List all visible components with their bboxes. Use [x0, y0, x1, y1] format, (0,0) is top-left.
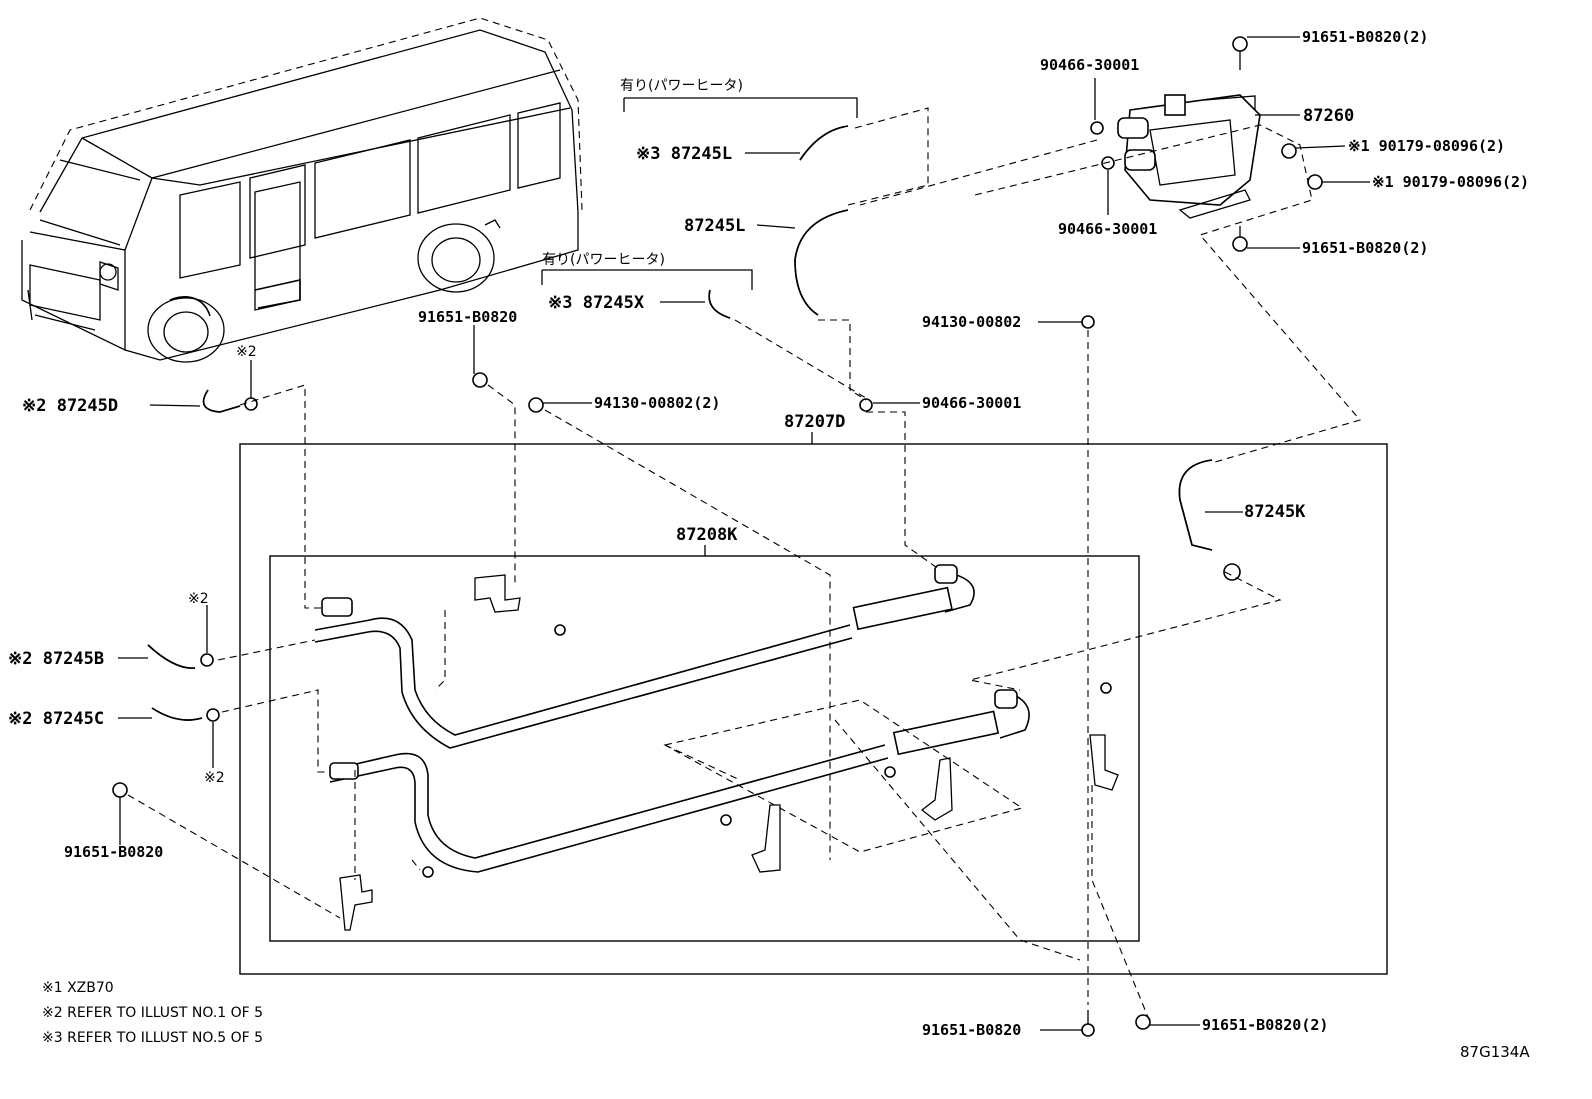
label-ref2-b: ※2 [188, 591, 209, 607]
label-90179-08096-a: ※1 90179-08096(2) [1348, 137, 1505, 155]
label-90466-30001-low: 90466-30001 [922, 394, 1021, 412]
label-ref2-a: ※2 [236, 344, 257, 360]
label-91651-b0820-clip: 91651-B0820 [418, 308, 517, 326]
label-option-power-heater-1: 有り(パワーヒータ) [620, 78, 743, 94]
note-1: ※1 XZB70 [42, 980, 114, 996]
label-leaders [118, 36, 1370, 1031]
label-91651-b0820-bottom: 91651-B0820 [922, 1021, 1021, 1039]
label-87245X: ※3 87245X [548, 293, 645, 313]
label-87208K: 87208K [676, 525, 738, 545]
illustration-code: 87G134A [1460, 1043, 1530, 1061]
dashed-leaders [127, 107, 1361, 1023]
label-90179-08096-b: ※1 90179-08096(2) [1372, 173, 1529, 191]
assembly-87207D-frame [239, 443, 1388, 975]
label-87245K: 87245K [1244, 502, 1306, 522]
label-87245B: ※2 87245B [8, 649, 104, 669]
label-87245L: 87245L [684, 216, 745, 236]
external-hoses [147, 125, 1213, 721]
note-2: ※2 REFER TO ILLUST NO.1 OF 5 [42, 1005, 263, 1021]
label-91651-b0820-top: 91651-B0820(2) [1302, 28, 1428, 46]
label-87260: 87260 [1303, 106, 1354, 126]
label-91651-b0820-left: 91651-B0820 [64, 843, 163, 861]
label-90466-30001-mid: 90466-30001 [1058, 220, 1157, 238]
label-option-power-heater-2: 有り(パワーヒータ) [542, 252, 665, 268]
note-3: ※3 REFER TO ILLUST NO.5 OF 5 [42, 1030, 263, 1046]
label-87245D: ※2 87245D [22, 396, 118, 416]
pipe-lower [329, 689, 1030, 873]
label-91651-b0820-bottom2: 91651-B0820(2) [1202, 1016, 1328, 1034]
label-87207D: 87207D [784, 412, 845, 432]
label-90466-30001-top: 90466-30001 [1040, 56, 1139, 74]
pipe-upper [314, 564, 975, 749]
label-94130-00802-right: 94130-00802 [922, 313, 1021, 331]
label-87245C: ※2 87245C [8, 709, 104, 729]
label-ref2-c: ※2 [204, 770, 225, 786]
bus-illustration [21, 17, 583, 363]
label-94130-00802-mid: 94130-00802(2) [594, 394, 720, 412]
hardware [112, 36, 1323, 1037]
label-87245L-top: ※3 87245L [636, 144, 732, 164]
brackets [339, 574, 1119, 931]
assembly-87208K-frame [269, 555, 1140, 942]
water-valve-87260 [1117, 94, 1261, 219]
label-91651-b0820-right: 91651-B0820(2) [1302, 239, 1428, 257]
